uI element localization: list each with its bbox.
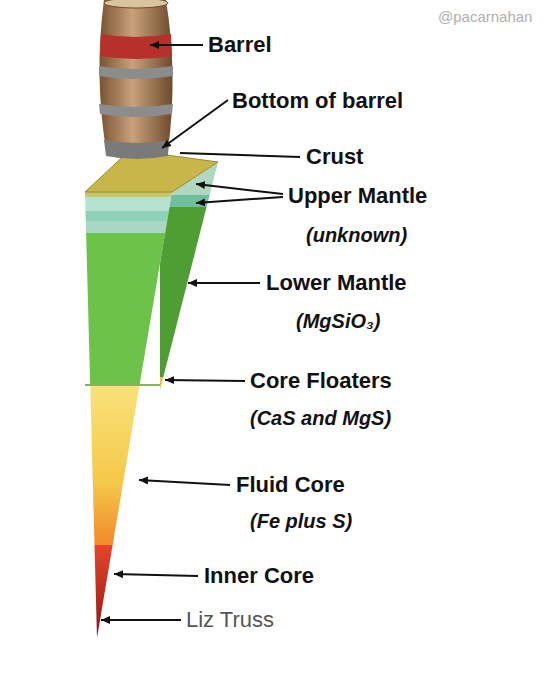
layer-note: (CaS and MgS) (250, 405, 391, 431)
layer-label: Upper Mantle (288, 183, 427, 209)
barrel-picture (99, 0, 173, 159)
part-label: Bottom of barrel (232, 88, 403, 114)
layer-label: Core Floaters (250, 368, 392, 394)
layer-note: (MgSiO₃) (296, 308, 380, 334)
leader-lines (101, 45, 300, 620)
layer-note: (Fe plus S) (250, 508, 352, 534)
layer-label: Fluid Core (236, 472, 345, 498)
watermark: @pacarnahan (438, 4, 532, 30)
layer-note: (unknown) (306, 222, 407, 248)
layer-label: Lower Mantle (266, 270, 407, 296)
part-label: Barrel (208, 32, 272, 58)
layer-label: Inner Core (204, 563, 314, 589)
layer-label: Liz Truss (186, 607, 274, 633)
layer-label: Crust (306, 144, 363, 170)
